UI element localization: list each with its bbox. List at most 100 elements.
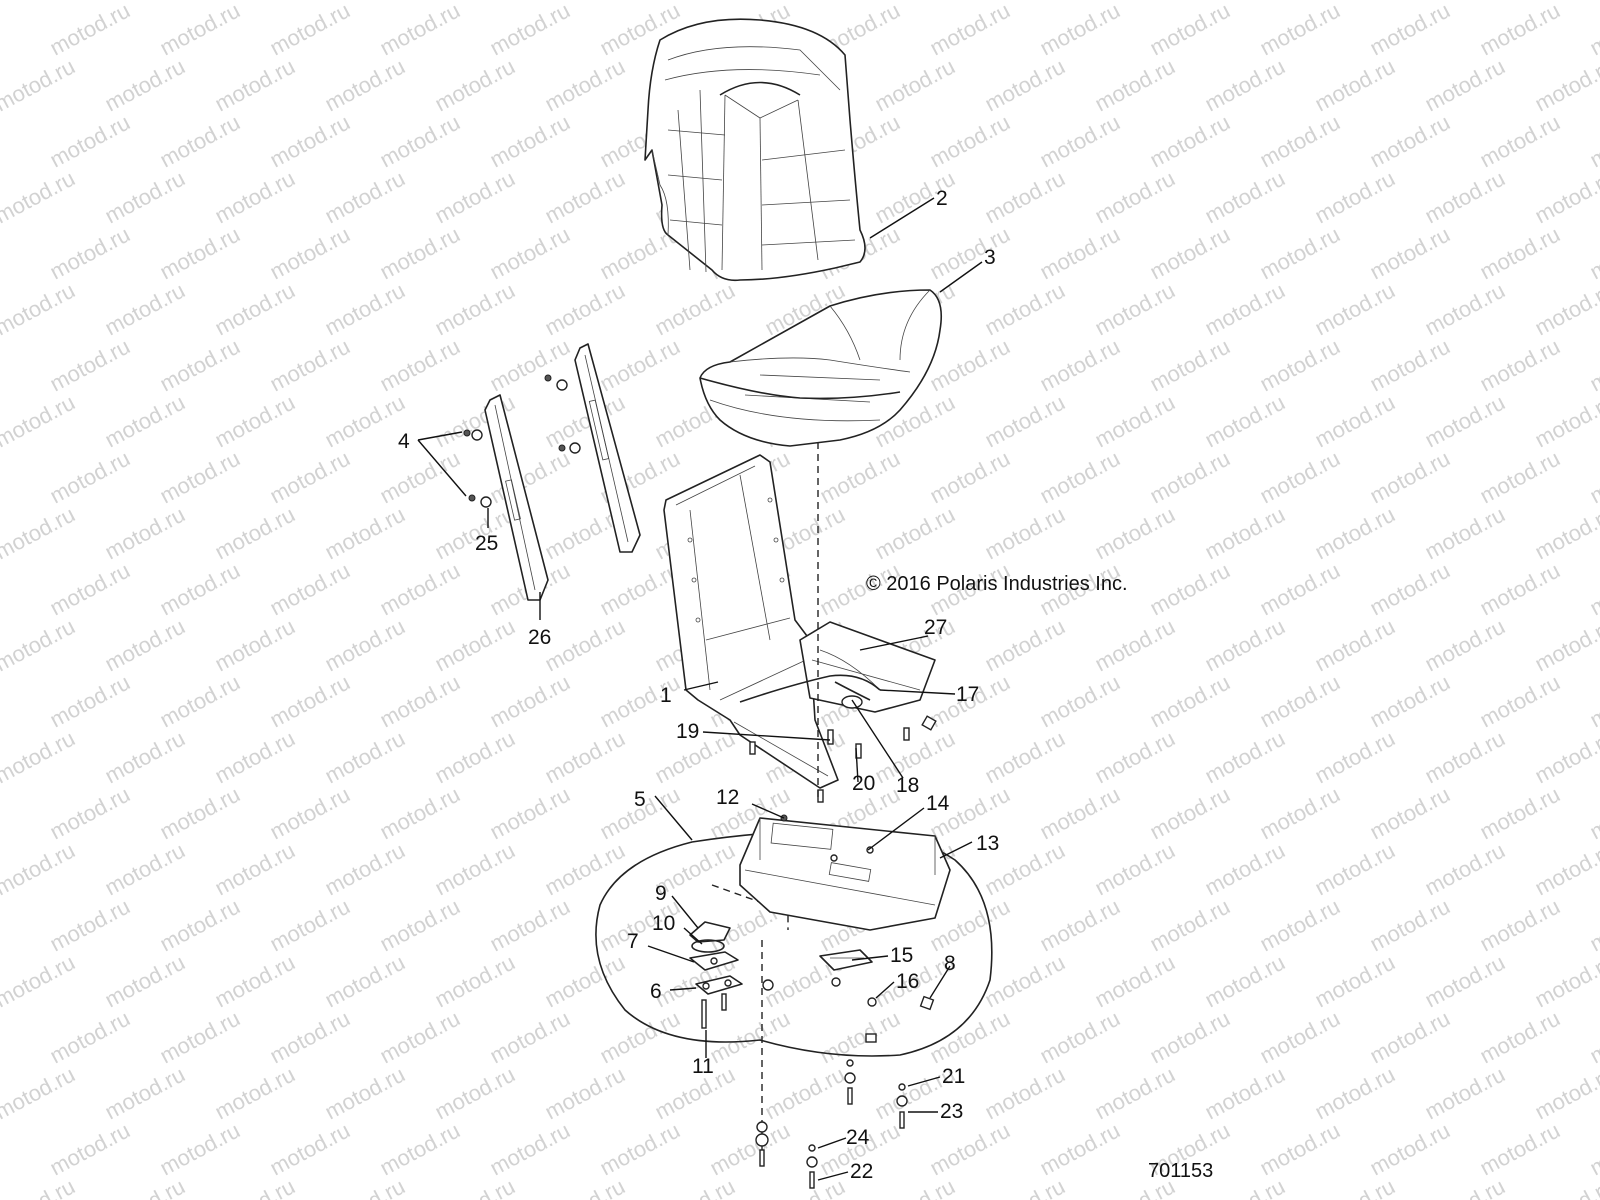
callout-2: 2: [936, 187, 948, 210]
watermark-text: motod.ru: [376, 0, 464, 60]
watermark-text: motod.ru: [211, 54, 299, 117]
watermark-text: motod.ru: [0, 838, 79, 901]
watermark-text: motod.ru: [1256, 0, 1344, 60]
watermark-text: motod.ru: [1256, 558, 1344, 621]
watermark-text: motod.ru: [871, 502, 959, 565]
watermark-text: motod.ru: [486, 1118, 574, 1181]
watermark-text: motod.ru: [1036, 894, 1124, 957]
watermark-text: motod.ru: [1146, 0, 1234, 60]
watermark-text: motod.ru: [1531, 1062, 1600, 1125]
watermark-text: motod.ru: [156, 670, 244, 733]
watermark-text: motod.ru: [596, 1118, 684, 1181]
watermark-text: motod.ru: [46, 334, 134, 397]
watermark-text: motod.ru: [1586, 670, 1600, 733]
watermark-text: motod.ru: [1311, 950, 1399, 1013]
watermark-text: motod.ru: [1366, 0, 1454, 60]
watermark-text: motod.ru: [431, 950, 519, 1013]
watermark-text: motod.ru: [156, 446, 244, 509]
watermark-text: motod.ru: [156, 1118, 244, 1181]
watermark-text: motod.ru: [211, 614, 299, 677]
watermark-text: motod.ru: [871, 54, 959, 117]
watermark-text: motod.ru: [541, 950, 629, 1013]
watermark-text: motod.ru: [1586, 894, 1600, 957]
watermark-text: motod.ru: [981, 502, 1069, 565]
watermark-text: motod.ru: [321, 1062, 409, 1125]
watermark-text: motod.ru: [156, 894, 244, 957]
callout-4: 4: [398, 430, 410, 453]
watermark-text: motod.ru: [431, 166, 519, 229]
lower-hardware: [755, 1059, 908, 1189]
watermark-text: motod.ru: [376, 782, 464, 845]
watermark-text: motod.ru: [981, 166, 1069, 229]
watermark-text: motod.ru: [321, 502, 409, 565]
watermark-text: motod.ru: [46, 894, 134, 957]
watermark-text: motod.ru: [1256, 782, 1344, 845]
callout-23: 23: [940, 1100, 963, 1123]
watermark-text: motod.ru: [321, 278, 409, 341]
watermark-text: motod.ru: [981, 950, 1069, 1013]
watermark-text: motod.ru: [1311, 166, 1399, 229]
watermark-text: motod.ru: [431, 54, 519, 117]
watermark-text: motod.ru: [1091, 726, 1179, 789]
watermark-text: motod.ru: [1476, 0, 1564, 60]
watermark-text: motod.ru: [101, 278, 189, 341]
watermark-text: motod.ru: [156, 558, 244, 621]
watermark-text: motod.ru: [541, 838, 629, 901]
watermark-text: motod.ru: [981, 1062, 1069, 1125]
watermark-text: motod.ru: [761, 1174, 849, 1200]
watermark-text: motod.ru: [1201, 1174, 1289, 1200]
watermark-text: motod.ru: [1311, 54, 1399, 117]
watermark-text: motod.ru: [321, 1174, 409, 1200]
watermark-text: motod.ru: [1311, 502, 1399, 565]
watermark-text: motod.ru: [1421, 390, 1509, 453]
seat-slider: [739, 814, 951, 931]
watermark-text: motod.ru: [1256, 1118, 1344, 1181]
watermark-text: motod.ru: [761, 1062, 849, 1125]
watermark-text: motod.ru: [1366, 1006, 1454, 1069]
watermark-text: motod.ru: [1146, 334, 1234, 397]
watermark-text: motod.ru: [46, 670, 134, 733]
watermark-text: motod.ru: [211, 838, 299, 901]
watermark-text: motod.ru: [1586, 1006, 1600, 1069]
watermark-text: motod.ru: [816, 446, 904, 509]
watermark-text: motod.ru: [46, 1118, 134, 1181]
callout-11: 11: [692, 1055, 714, 1078]
watermark-text: motod.ru: [376, 894, 464, 957]
watermark-text: motod.ru: [1366, 558, 1454, 621]
watermark-text: motod.ru: [596, 1006, 684, 1069]
watermark-text: motod.ru: [266, 782, 354, 845]
watermark-text: motod.ru: [1421, 1174, 1509, 1200]
watermark-text: motod.ru: [266, 0, 354, 60]
watermark-text: motod.ru: [211, 1062, 299, 1125]
watermark-text: motod.ru: [1311, 838, 1399, 901]
watermark-text: motod.ru: [101, 614, 189, 677]
watermark-text: motod.ru: [706, 1006, 794, 1069]
seat-bottom: [699, 289, 943, 447]
watermark-text: motod.ru: [541, 54, 629, 117]
watermark-text: motod.ru: [101, 390, 189, 453]
slider-bracket: [819, 949, 873, 971]
watermark-text: motod.ru: [486, 782, 574, 845]
watermark-text: motod.ru: [376, 558, 464, 621]
watermark-text: motod.ru: [926, 222, 1014, 285]
watermark-text: motod.ru: [1366, 894, 1454, 957]
callout-21: 21: [942, 1065, 965, 1088]
watermark-text: motod.ru: [981, 54, 1069, 117]
watermark-text: motod.ru: [1476, 894, 1564, 957]
watermark-text: motod.ru: [926, 0, 1014, 60]
watermark-text: motod.ru: [1476, 782, 1564, 845]
watermark-text: motod.ru: [0, 54, 79, 117]
watermark-text: motod.ru: [1366, 782, 1454, 845]
callout-labels: 1 2 3 4 5 6 7 8 9 10 11 12 13 14 15 16 1…: [398, 187, 999, 1183]
side-rail-right: [574, 343, 641, 553]
watermark-text: motod.ru: [156, 110, 244, 173]
callout-12: 12: [716, 786, 739, 809]
watermark-text: motod.ru: [1201, 1062, 1289, 1125]
latch-plate-upper: [689, 951, 739, 971]
watermark-text: motod.ru: [156, 334, 244, 397]
callout-8: 8: [944, 952, 956, 975]
latch-plate-lower: [695, 975, 743, 995]
watermark-text: motod.ru: [101, 950, 189, 1013]
mounting-plate: [799, 621, 937, 731]
watermark-text: motod.ru: [1091, 390, 1179, 453]
